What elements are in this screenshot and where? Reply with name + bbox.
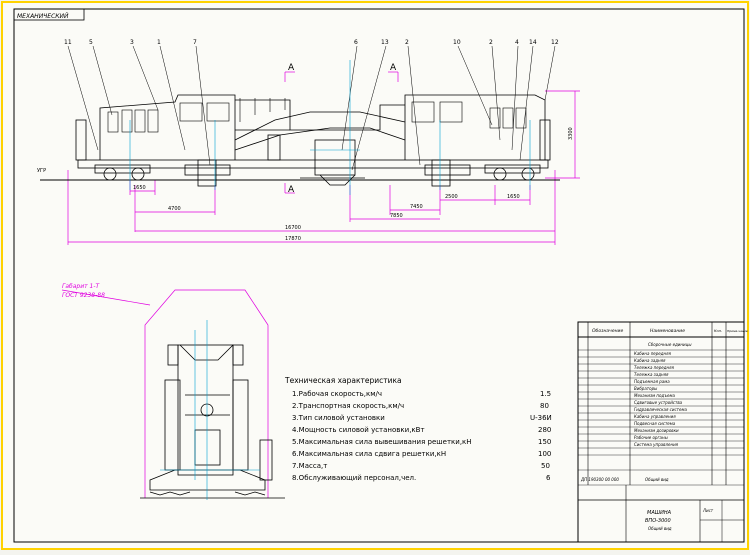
part-number-labels: 11 5 3 1 7 6 13 2 10 2 4 14 12 — [64, 39, 559, 46]
leader-lines — [67, 45, 556, 171]
part-name: Сдвиговые устройства — [634, 400, 683, 405]
part-number: 12 — [551, 39, 559, 46]
spec-block: Техническая характеристика 1.Рабочая ско… — [284, 376, 552, 482]
sheet-inner-frame — [13, 8, 745, 543]
spec-value: U-36И — [530, 414, 552, 422]
part-name: Гидравлическая система — [634, 407, 687, 412]
gauge-outline — [61, 289, 269, 498]
side-view: 1650 4700 2500 1650 7450 7850 16700 1787… — [37, 39, 580, 245]
spec-label: 6.Максимальная сила сдвига решетки,кН — [292, 450, 446, 458]
spec-label: 3.Тип силовой установки — [292, 414, 385, 422]
spec-label: 7.Масса,т — [292, 462, 327, 470]
title-block: Обозначение Наименование Кол. Приме-чани… — [577, 321, 748, 543]
stamp-box — [13, 8, 85, 21]
gauge-note-line1: Габарит 1-Т — [62, 283, 100, 290]
document-type: Общий вид — [645, 477, 669, 482]
parts-row-lines — [578, 349, 744, 486]
gauge-note-line2: ГОСТ 9238-88 — [62, 292, 105, 299]
spec-label: 2.Транспортная скорость,км/ч — [292, 402, 404, 410]
dim-1650-right: 1650 — [507, 194, 520, 200]
part-name: Кабина управления — [634, 414, 676, 419]
part-name: Кабина задняя — [634, 358, 666, 363]
part-number: 2 — [489, 39, 493, 46]
col-qty: Кол. — [714, 329, 722, 333]
spec-label: 8.Обслуживающий персонал,чел. — [292, 474, 416, 482]
centerlines — [129, 60, 531, 195]
part-name: Тележка передняя — [634, 365, 675, 370]
sheet-label: Лист — [702, 508, 714, 513]
part-number: 11 — [64, 39, 72, 46]
parts-names: Кабина передняя Кабина задняя Тележка пе… — [634, 351, 687, 447]
part-name: Система управления — [634, 442, 679, 447]
spec-value: 100 — [538, 450, 551, 458]
machine-model: ВПО-3000 — [645, 518, 671, 524]
dim-2500: 2500 — [445, 194, 458, 200]
section-unit — [140, 344, 285, 499]
spec-title: Техническая характеристика — [284, 376, 402, 385]
dim-3300: 3300 — [568, 127, 574, 140]
col-name: Наименование — [650, 328, 685, 334]
part-number: 3 — [130, 39, 134, 46]
dim-1650-left: 1650 — [133, 185, 146, 191]
parts-list-frame — [577, 321, 745, 543]
part-name: Подвесная система — [634, 421, 676, 426]
dim-4700: 4700 — [168, 206, 181, 212]
spec-value: 150 — [538, 438, 551, 446]
cab-windows — [107, 98, 527, 133]
spec-value: 50 — [541, 462, 550, 470]
machine-body — [75, 94, 551, 187]
part-name: Рабочие органы — [634, 435, 668, 440]
spec-value: 80 — [540, 402, 549, 410]
part-number: 2 — [405, 39, 409, 46]
part-number: 4 — [515, 39, 519, 46]
spec-label: 4.Мощность силовой установки,кВт — [292, 426, 425, 434]
col-note: Приме-чание — [727, 329, 748, 333]
spec-label: 1.Рабочая скорость,км/ч — [292, 390, 382, 398]
gauge-label: УГР — [37, 168, 46, 174]
section-view: Габарит 1-Т ГОСТ 9238-88 — [61, 283, 285, 500]
dim-16700: 16700 — [285, 225, 301, 231]
part-number: 10 — [453, 39, 461, 46]
part-number: 14 — [529, 39, 537, 46]
part-name: Подъемная рама — [634, 379, 670, 384]
col-pos: Обозначение — [592, 328, 623, 334]
spec-value: 6 — [546, 474, 551, 482]
view-name: Общий вид — [648, 526, 672, 531]
part-number: 6 — [354, 39, 358, 46]
dim-7450: 7450 — [410, 204, 423, 210]
section-mark-top-left: А — [288, 63, 295, 73]
part-number: 7 — [193, 39, 197, 46]
section-mark-bottom: А — [288, 185, 295, 195]
part-name: Механизм дозировки — [634, 428, 679, 433]
section-mark-top-right: А — [390, 63, 397, 73]
part-name: Механизм подъема — [634, 393, 675, 398]
spec-value: 280 — [538, 426, 551, 434]
part-number: 5 — [89, 39, 93, 46]
spec-value: 1.5 — [540, 390, 551, 398]
part-name: Кабина передняя — [634, 351, 672, 356]
dim-7850: 7850 — [390, 213, 403, 219]
machine-name: МАШИНА — [647, 510, 672, 516]
part-name: Вибраторы — [634, 386, 657, 391]
section-centerlines — [160, 320, 260, 500]
spec-label: 5.Максимальная сила вывешивания решетки,… — [292, 438, 472, 446]
part-name: Тележка задняя — [634, 372, 669, 377]
document-number: ДП 190300 00 000 — [580, 477, 619, 482]
part-number: 1 — [157, 39, 161, 46]
dim-17870: 17870 — [285, 236, 301, 242]
stamp-text: МЕХАНИЧЕСКИЙ — [17, 13, 69, 20]
part-number: 13 — [381, 39, 389, 46]
section-heading: Сборочные единицы — [648, 342, 691, 347]
